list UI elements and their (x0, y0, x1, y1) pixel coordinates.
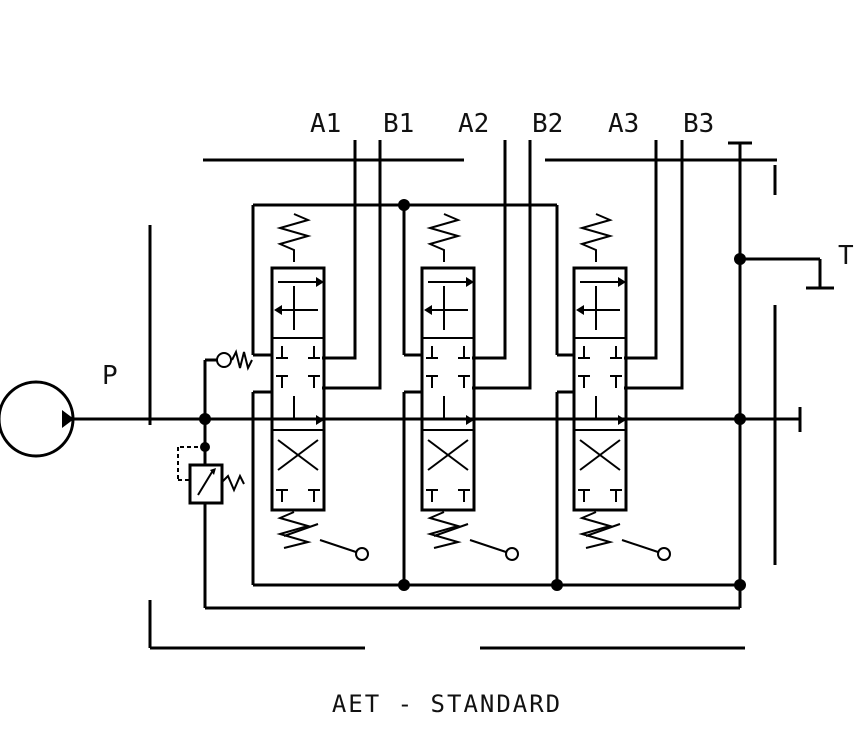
port-label-a3: A3 (608, 109, 639, 139)
port-label-tank: T (838, 241, 854, 271)
port-label-a1: A1 (310, 109, 341, 139)
diagram-caption: AET - STANDARD (332, 690, 562, 718)
port-label-b1: B1 (383, 109, 414, 139)
port-label-a2: A2 (458, 109, 489, 139)
port-label-b3: B3 (683, 109, 714, 139)
relief-valve (188, 463, 224, 505)
port-label-b2: B2 (532, 109, 563, 139)
port-label-pressure: P (102, 361, 118, 391)
